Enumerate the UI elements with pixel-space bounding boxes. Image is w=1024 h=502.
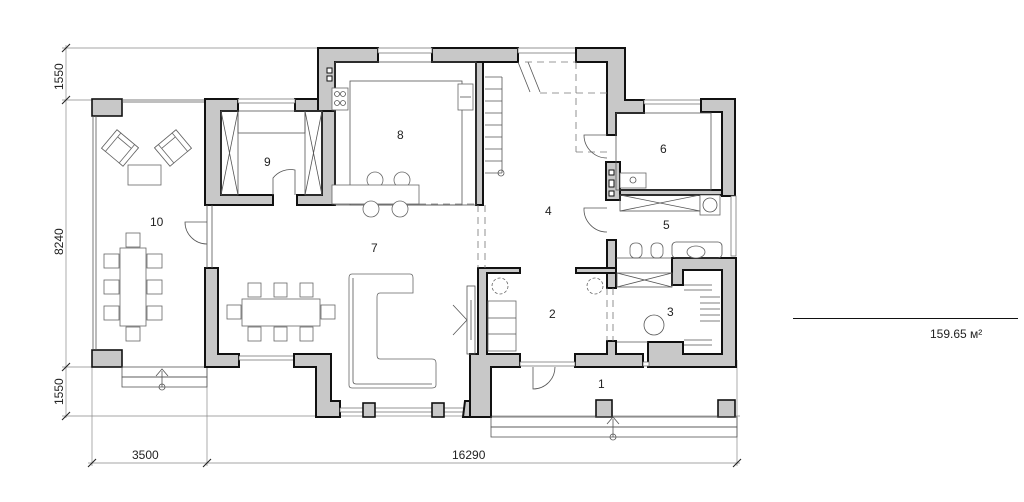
toilet-icon bbox=[629, 242, 643, 259]
dimension-left-top: 1550 bbox=[52, 63, 66, 90]
dimension-left-bottom: 1550 bbox=[52, 378, 66, 405]
total-area-label: 159.65 м² bbox=[930, 327, 983, 341]
room-label-9: 9 bbox=[264, 155, 271, 169]
coffee-table bbox=[127, 164, 162, 186]
room-label-5: 5 bbox=[663, 218, 670, 232]
armchair bbox=[100, 129, 140, 167]
room-label-7: 7 bbox=[371, 241, 378, 255]
area-underline bbox=[793, 318, 1018, 319]
stove-icon bbox=[331, 87, 349, 111]
armchair bbox=[153, 129, 193, 167]
plant-icon bbox=[491, 277, 509, 295]
plant-icon bbox=[586, 277, 604, 295]
room-label-6: 6 bbox=[660, 142, 667, 156]
washbasin-icon bbox=[686, 245, 706, 259]
room-label-8: 8 bbox=[397, 128, 404, 142]
dimension-bottom-right: 16290 bbox=[452, 448, 486, 462]
terrace-area bbox=[91, 98, 208, 391]
bidet-icon bbox=[650, 242, 664, 259]
staircase bbox=[477, 61, 607, 268]
interior-details bbox=[184, 61, 723, 390]
hangers bbox=[684, 284, 720, 346]
room-label-10: 10 bbox=[150, 215, 164, 229]
dining-table bbox=[119, 247, 147, 327]
dimension-bottom-left: 3500 bbox=[132, 448, 159, 462]
dimension-left-middle: 8240 bbox=[52, 228, 66, 255]
bench bbox=[487, 300, 517, 352]
room-label-1: 1 bbox=[598, 377, 605, 391]
room-label-4: 4 bbox=[545, 204, 552, 218]
corner-sofa bbox=[348, 273, 437, 389]
kitchen-island bbox=[331, 184, 420, 205]
room-label-3: 3 bbox=[667, 305, 674, 319]
room-label-2: 2 bbox=[549, 307, 556, 321]
dining-table bbox=[241, 298, 321, 327]
room-labels: 1 2 3 4 5 6 7 8 9 10 bbox=[150, 128, 674, 391]
